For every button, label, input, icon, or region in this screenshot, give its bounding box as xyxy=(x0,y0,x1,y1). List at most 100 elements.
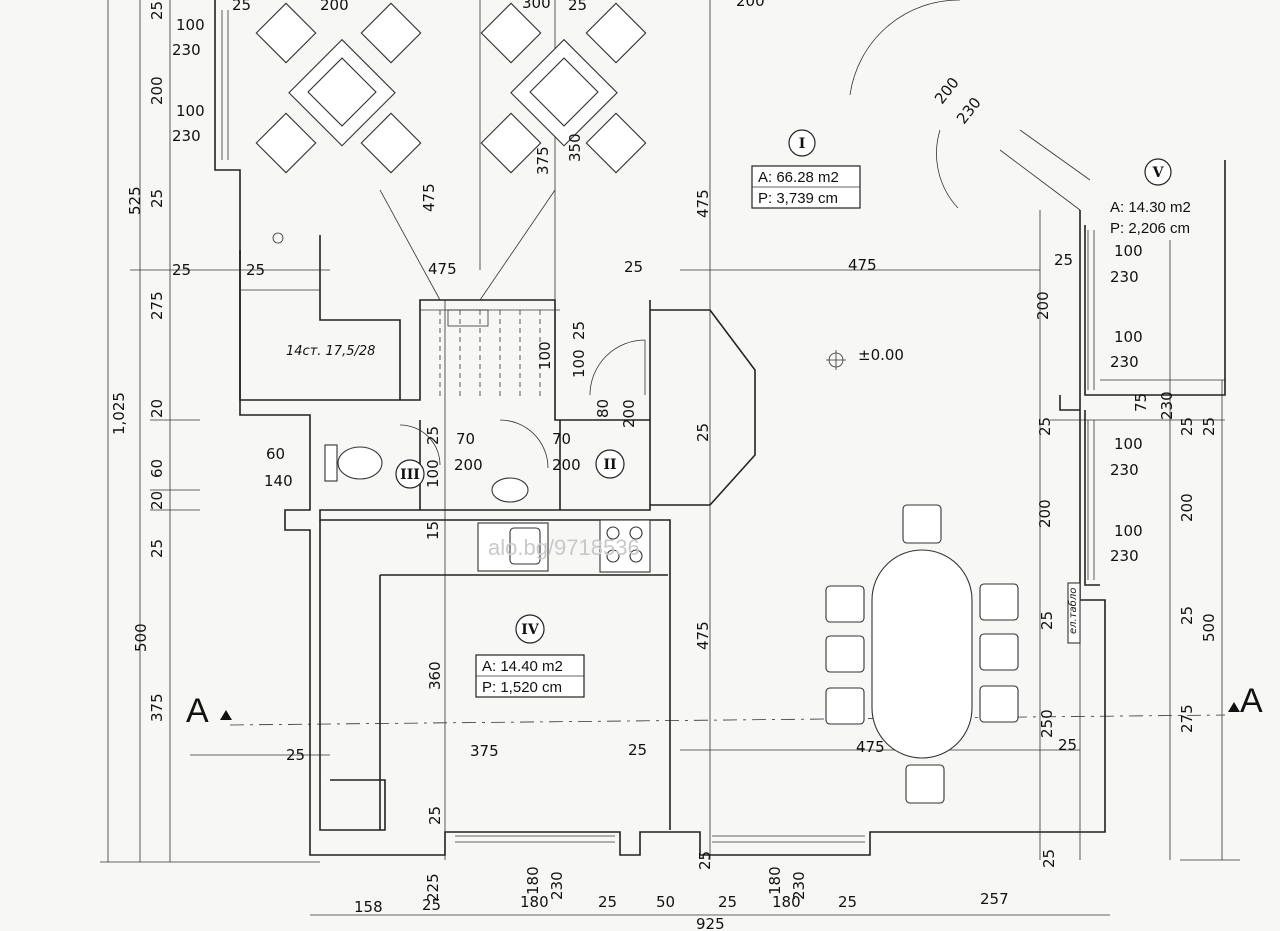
dim: 25 xyxy=(232,0,251,14)
windows xyxy=(221,10,1095,843)
dim: 230 xyxy=(548,871,566,900)
dim: 475 xyxy=(428,260,457,278)
dim: 200 xyxy=(1178,493,1196,522)
room-v-perimeter: P: 2,206 cm xyxy=(1110,220,1190,237)
staircase xyxy=(240,189,560,400)
panel-note: ел.табло xyxy=(1067,588,1079,634)
dim: 230 xyxy=(172,41,201,59)
dim: 25 xyxy=(696,851,714,870)
dim: 25 xyxy=(568,0,587,14)
dim: 230 xyxy=(790,871,808,900)
dims-right: 25 100 230 200 100 230 75 230 25 25 25 1… xyxy=(1034,242,1218,868)
dim: 230 xyxy=(1110,353,1139,371)
dim: 475 xyxy=(856,738,885,756)
dim: 60 xyxy=(148,459,166,478)
dim: 375 xyxy=(534,146,552,175)
dim: 100 xyxy=(176,16,205,34)
dim: 375 xyxy=(470,742,499,760)
dim: 25 xyxy=(624,258,643,276)
dim: 275 xyxy=(148,291,166,320)
dim: 60 xyxy=(266,445,285,463)
dim: 25 xyxy=(1178,606,1196,625)
dim: 25 xyxy=(628,741,647,759)
section-right-label: A xyxy=(1240,682,1263,720)
dim: 25 xyxy=(286,746,305,764)
dim: 25 xyxy=(422,896,441,914)
dim: 300 xyxy=(522,0,551,12)
dim: 230 xyxy=(1110,461,1139,479)
section-left-label: A xyxy=(186,692,209,730)
dim: 25 xyxy=(1200,417,1218,436)
dim: 100 xyxy=(1114,435,1143,453)
dim: 100 xyxy=(424,459,442,488)
dim: 475 xyxy=(694,189,712,218)
room-iv-area: A: 14.40 m2 xyxy=(482,658,563,675)
room-iv-perimeter: P: 1,520 cm xyxy=(482,679,562,696)
dim: 180 xyxy=(520,893,549,911)
doors xyxy=(399,0,1091,469)
fixtures xyxy=(324,444,1081,644)
dim: 25 xyxy=(172,261,191,279)
dim: 257 xyxy=(980,890,1009,908)
dim: 100 xyxy=(176,102,205,120)
dims-left: 25 200 525 25 275 1,025 20 60 20 25 500 … xyxy=(110,1,166,722)
dim: 25 xyxy=(426,806,444,825)
dining-table xyxy=(825,504,1019,804)
dim: 250 xyxy=(1038,709,1056,738)
dim: 500 xyxy=(1200,613,1218,642)
dim: 230 xyxy=(1110,547,1139,565)
dim: 25 xyxy=(1036,417,1054,436)
dim: 75 xyxy=(1132,393,1150,412)
dims-lower: 25 375 25 475 25 225 180 230 180 230 158… xyxy=(286,736,1077,931)
patio-table-right xyxy=(480,2,647,174)
room-ii-id: II xyxy=(603,457,616,473)
dim: 25 xyxy=(148,1,166,20)
dim: 200 xyxy=(454,456,483,474)
dim: 180 xyxy=(524,866,542,895)
dim: 200 xyxy=(552,456,581,474)
dim: 25 xyxy=(718,893,737,911)
dim: 230 xyxy=(953,94,985,128)
room-iv-id: IV xyxy=(521,622,540,638)
dim: 25 xyxy=(424,426,442,445)
dim: 230 xyxy=(1158,391,1176,420)
dim: 25 xyxy=(838,893,857,911)
room-iii-label: III xyxy=(395,459,425,489)
dim: 180 xyxy=(772,893,801,911)
dim: 525 xyxy=(126,186,144,215)
dim: 20 xyxy=(148,491,166,510)
section-marker-right: A xyxy=(1228,682,1263,720)
dim: 230 xyxy=(1110,268,1139,286)
level-value: ±0.00 xyxy=(858,346,904,364)
dim: 200 xyxy=(1034,291,1052,320)
dim: 1,025 xyxy=(110,392,128,435)
section-marker-left: A xyxy=(186,692,232,730)
dim: 25 xyxy=(694,423,712,442)
stair-note: 14ст. 17,5/28 xyxy=(286,344,375,359)
dim: 70 xyxy=(456,430,475,448)
dim: 200 xyxy=(736,0,765,10)
dim: 475 xyxy=(420,183,438,212)
dim: 25 xyxy=(598,893,617,911)
dim: 100 xyxy=(1114,328,1143,346)
dim: 475 xyxy=(848,256,877,274)
dim: 925 xyxy=(696,915,725,931)
dim: 25 xyxy=(1178,417,1196,436)
dim: 230 xyxy=(172,127,201,145)
dim: 500 xyxy=(132,623,150,652)
dims-horizontal-mid: 25 25 475 25 475 70 200 70 200 60 140 xyxy=(172,256,877,490)
room-i-area: A: 66.28 m2 xyxy=(758,169,839,186)
room-i-perimeter: P: 3,739 cm xyxy=(758,190,838,207)
dim: 475 xyxy=(694,621,712,650)
room-iii-id: III xyxy=(400,467,420,483)
dim: 25 xyxy=(1058,736,1077,754)
dim: 225 xyxy=(424,873,442,902)
room-v-area: A: 14.30 m2 xyxy=(1110,199,1191,216)
dim: 70 xyxy=(552,430,571,448)
watermark: alo.bg/9718536 xyxy=(488,535,640,560)
dim: 158 xyxy=(354,898,383,916)
walls xyxy=(214,0,1226,856)
room-v-label: V A: 14.30 m2 P: 2,206 cm xyxy=(1110,158,1191,237)
dim: 80 xyxy=(594,399,612,418)
